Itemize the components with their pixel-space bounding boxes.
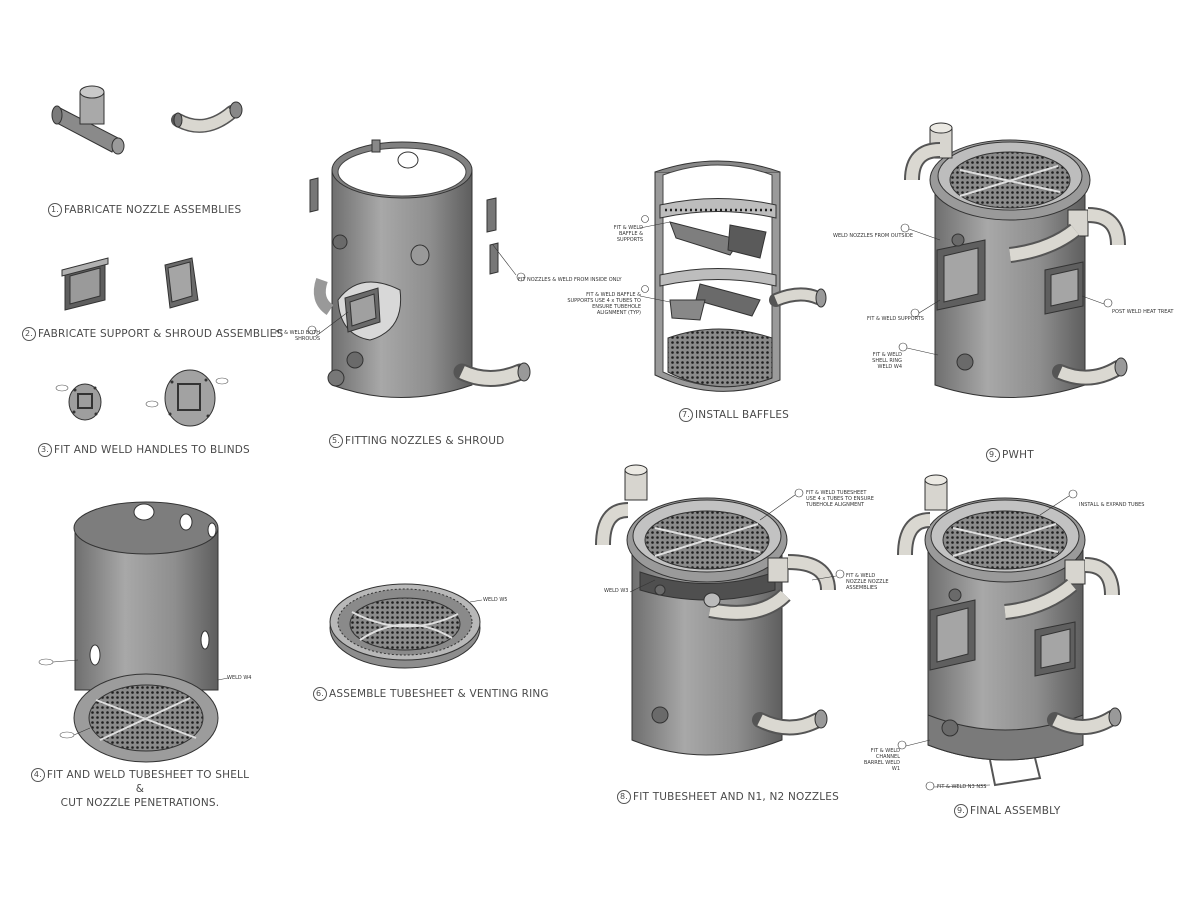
step-4-label-line-2: CUT NOZZLE PENETRATIONS. (60, 797, 220, 809)
callout-tubesheet-align: FIT & WELD TUBESHEET USE 4 x TUBES TO EN… (806, 490, 874, 508)
callout-weld-w4: WELD W4 (227, 675, 252, 681)
callout-baffle-tubes: FIT & WELD BAFFLE & SUPPORTS USE 4 x TUB… (567, 292, 641, 316)
step-8-number: 8. (617, 790, 631, 804)
step-3-caption: 3.FIT AND WELD HANDLES TO BLINDS (38, 443, 250, 457)
callout-weld-w3: WELD W3 (604, 588, 629, 594)
callout-channel-barrel: FIT & WELD CHANNEL BARREL WELD W1 (863, 748, 900, 772)
step-2-caption: 2.FABRICATE SUPPORT & SHROUD ASSEMBLIES (22, 327, 283, 341)
blind-flange-large (145, 369, 229, 427)
callout-weld-nozzles-outside: WELD NOZZLES FROM OUTSIDE (833, 233, 914, 239)
step-3-number: 3. (38, 443, 52, 457)
shell-fitting-nozzles (307, 139, 531, 398)
step-5-caption: 5.FITTING NOZZLES & SHROUD (329, 434, 504, 448)
step-4-label-line-1: FIT AND WELD TUBESHEET TO SHELL & (46, 769, 250, 795)
step-6-caption: 6.ASSEMBLE TUBESHEET & VENTING RING (313, 687, 549, 701)
step-9-final-label: FINAL ASSEMBLY (970, 805, 1061, 817)
step-3-label: FIT AND WELD HANDLES TO BLINDS (54, 444, 250, 456)
vessel-final-assembly (897, 474, 1122, 791)
step-5-number: 5. (329, 434, 343, 448)
step-2-label: FABRICATE SUPPORT & SHROUD ASSEMBLIES (38, 328, 284, 340)
support-assembly (61, 257, 109, 311)
step-2-number: 2. (22, 327, 36, 341)
step-7-label: INSTALL BAFFLES (695, 409, 790, 421)
callout-weld-n3: FIT & WELD N3 N3S (937, 784, 987, 790)
vessel-tubesheet-nozzles (595, 464, 845, 756)
step-7-number: 7. (679, 408, 693, 422)
shell-with-tubesheet (38, 501, 229, 763)
step-4-number: 4. (30, 768, 45, 782)
shroud-assembly (164, 257, 199, 309)
step-7-caption: 7.INSTALL BAFFLES (679, 408, 789, 422)
callout-post-weld: POST WELD HEAT TREAT (1112, 309, 1174, 315)
callout-shell-ring: FIT & WELD SHELL RING WELD W4 (872, 352, 902, 370)
callout-nozzles-inside: FIT NOZZLES & WELD FROM INSIDE ONLY (518, 277, 622, 283)
step-6-label: ASSEMBLE TUBESHEET & VENTING RING (329, 688, 549, 700)
tubesheet-venting-ring (329, 583, 483, 669)
step-9-final-caption: 9.FINAL ASSEMBLY (954, 804, 1060, 818)
step-9-pwht-number: 9. (986, 448, 1000, 462)
blind-flange-small (55, 383, 102, 421)
step-1-number: 1. (48, 203, 62, 217)
step-4-caption: 4.FIT AND WELD TUBESHEET TO SHELL & CUT N… (25, 768, 255, 810)
step-1-label: FABRICATE NOZZLE ASSEMBLIES (64, 204, 242, 216)
step-8-label: FIT TUBESHEET AND N1, N2 NOZZLES (633, 791, 840, 803)
step-5-label: FITTING NOZZLES & SHROUD (345, 435, 505, 447)
callout-fit-weld-supports: FIT & WELD SUPPORTS (867, 316, 924, 322)
callout-nozzle-assemblies: FIT & WELD NOZZLE NOZZLE ASSEMBLIES (846, 573, 889, 591)
shell-section-baffles (639, 160, 827, 392)
callout-baffle-supports: FIT & WELD BAFFLE & SUPPORTS (613, 225, 643, 243)
nozzle-assembly-tee (51, 85, 125, 155)
step-1-caption: 1.FABRICATE NOZZLE ASSEMBLIES (48, 203, 241, 217)
vessel-pwht (898, 122, 1128, 398)
nozzle-assembly-elbow (171, 101, 243, 133)
callout-fit-weld-shrouds: FIT & WELD BOTH SHROUDS (275, 330, 320, 342)
callout-install-expand: INSTALL & EXPAND TUBES (1079, 502, 1145, 508)
step-9-final-number: 9. (954, 804, 968, 818)
step-6-number: 6. (313, 687, 327, 701)
step-9-pwht-label: PWHT (1002, 449, 1034, 461)
step-8-caption: 8.FIT TUBESHEET AND N1, N2 NOZZLES (617, 790, 839, 804)
step-9-pwht-caption: 9.PWHT (986, 448, 1034, 462)
callout-weld-w5: WELD W5 (483, 597, 508, 603)
